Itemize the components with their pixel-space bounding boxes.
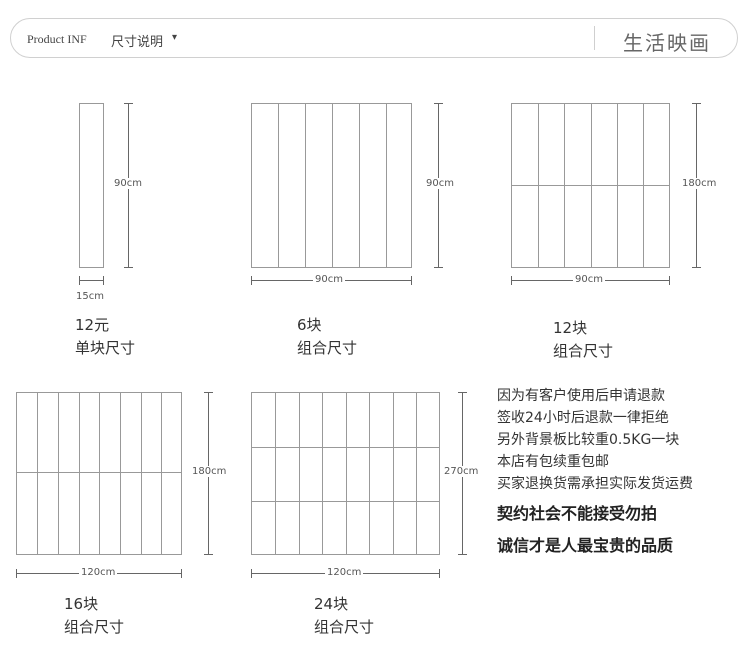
height-label-12: 180cm xyxy=(680,178,719,189)
caption-count-16: 16块 xyxy=(64,595,99,613)
chevron-down-icon[interactable]: ▾ xyxy=(172,32,178,43)
caption-desc-6: 组合尺寸 xyxy=(297,339,358,357)
note-line: 买家退换货需承担实际发货运费 xyxy=(497,476,693,492)
product-info-label: Product INF xyxy=(27,32,87,46)
caption-count-single: 12元 xyxy=(75,316,110,334)
note-line: 本店有包续重包邮 xyxy=(497,454,609,470)
slogan-line: 契约社会不能接受勿拍 xyxy=(497,504,658,523)
note-line: 另外背景板比较重0.5KG一块 xyxy=(497,432,680,448)
width-label-16: 120cm xyxy=(79,567,118,578)
height-label-single: 90cm xyxy=(112,178,144,189)
width-label-24: 120cm xyxy=(325,567,364,578)
panel-12-boards xyxy=(511,103,670,268)
caption-count-12: 12块 xyxy=(553,319,588,337)
width-dimension-single xyxy=(79,276,104,285)
panel-16-boards xyxy=(16,392,182,555)
width-label-single: 15cm xyxy=(74,291,106,302)
caption-desc-12: 组合尺寸 xyxy=(553,342,614,360)
panel-single-board xyxy=(79,103,104,268)
caption-count-24: 24块 xyxy=(314,595,349,613)
policy-notes: 因为有客户使用后申请退款 签收24小时后退款一律拒绝 另外背景板比较重0.5KG… xyxy=(497,386,693,566)
note-line: 签收24小时后退款一律拒绝 xyxy=(497,410,669,426)
caption-desc-16: 组合尺寸 xyxy=(64,618,125,636)
caption-desc-single: 单块尺寸 xyxy=(75,339,136,357)
caption-count-6: 6块 xyxy=(297,316,322,334)
panel-6-boards xyxy=(251,103,412,268)
note-line: 因为有客户使用后申请退款 xyxy=(497,388,665,404)
height-label-24: 270cm xyxy=(442,466,481,477)
brand-logo-text: 生活映画 xyxy=(623,31,711,55)
width-label-6: 90cm xyxy=(313,274,345,285)
panel-24-boards xyxy=(251,392,440,555)
caption-desc-24: 组合尺寸 xyxy=(314,618,375,636)
height-label-6: 90cm xyxy=(424,178,456,189)
dimension-menu[interactable]: 尺寸说明 xyxy=(111,35,164,50)
header-divider xyxy=(594,26,595,50)
header-bar: Product INF 尺寸说明 ▾ 生活映画 xyxy=(10,18,738,58)
width-label-12: 90cm xyxy=(573,274,605,285)
slogan-line: 诚信才是人最宝贵的品质 xyxy=(497,536,674,555)
height-label-16: 180cm xyxy=(190,466,229,477)
